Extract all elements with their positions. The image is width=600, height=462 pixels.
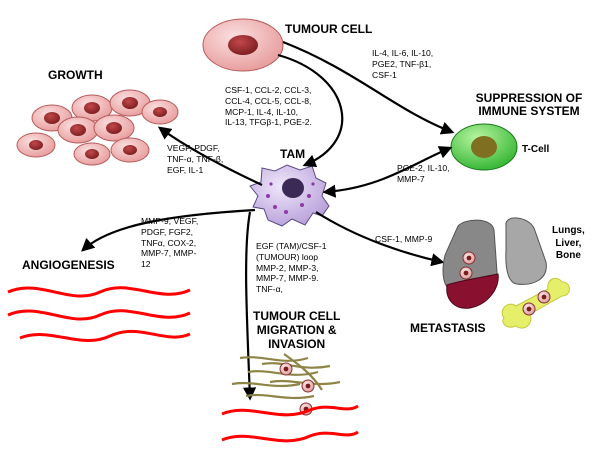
- tumour-cell-icon: [202, 18, 284, 72]
- blood-vessels-icon: [7, 286, 191, 342]
- growth-label: GROWTH: [48, 68, 103, 82]
- bone-icon: [501, 277, 570, 329]
- arrow-tam-to-tcell: [322, 146, 453, 198]
- tam-label: TAM: [280, 147, 306, 161]
- arrow-tam-to-angiogenesis: [81, 208, 256, 252]
- arrow-tam-to-growth: [157, 126, 263, 186]
- extracellular-matrix-icon: [231, 353, 341, 400]
- arrow-tumour-to-tcell: [282, 40, 455, 135]
- t-cell-icon: [450, 123, 518, 171]
- lungs-liver-bone-label: Lungs, Liver, Bone: [552, 225, 585, 261]
- tam-to-metastasis-factors: CSF-1, MMP-9: [375, 234, 433, 244]
- vessel-migration-icon: [221, 404, 359, 443]
- tam-to-tcell-factors: PGE-2, IL-10, MMP-7: [397, 163, 450, 184]
- tam-to-growth-factors: VEGF, PDGF, TNF-α, TNF-β, EGF, IL-1: [167, 143, 224, 175]
- tumour-cell-label: TUMOUR CELL: [285, 22, 373, 36]
- metastasis-label: METASTASIS: [410, 321, 486, 335]
- t-cell-label: T-Cell: [522, 144, 550, 155]
- angiogenesis-label: ANGIOGENESIS: [22, 258, 115, 272]
- arrow-tam-to-migration: [242, 211, 257, 401]
- migrating-cells-icon: [279, 362, 315, 416]
- interaction-arrows: [81, 40, 455, 401]
- lungs-liver-icon: [442, 217, 547, 309]
- migration-label: TUMOUR CELL MIGRATION & INVASION: [253, 309, 341, 351]
- tumour-to-tam-factors: CSF-1, CCL-2, CCL-3, CCL-4, CCL-5, CCL-8…: [225, 85, 312, 128]
- arrow-tam-to-metastasis: [315, 211, 445, 267]
- growth-cells-icon: [16, 89, 179, 166]
- tam-to-migration-factors: EGF (TAM)/CSF-1 (TUMOUR) loop MMP-2, MMP…: [256, 241, 327, 295]
- tumour-to-tcell-factors: IL-4, IL-6, IL-10, PGE2, TNF-β1, CSF-1: [372, 48, 434, 80]
- suppression-label: SUPPRESSION OF IMMUNE SYSTEM: [475, 91, 583, 118]
- tam-to-angiogenesis-factors: MMP-9, VEGF, PDGF, FGF2, TNFα, COX-2, MM…: [141, 216, 199, 270]
- tam-macrophage-icon: [249, 164, 330, 227]
